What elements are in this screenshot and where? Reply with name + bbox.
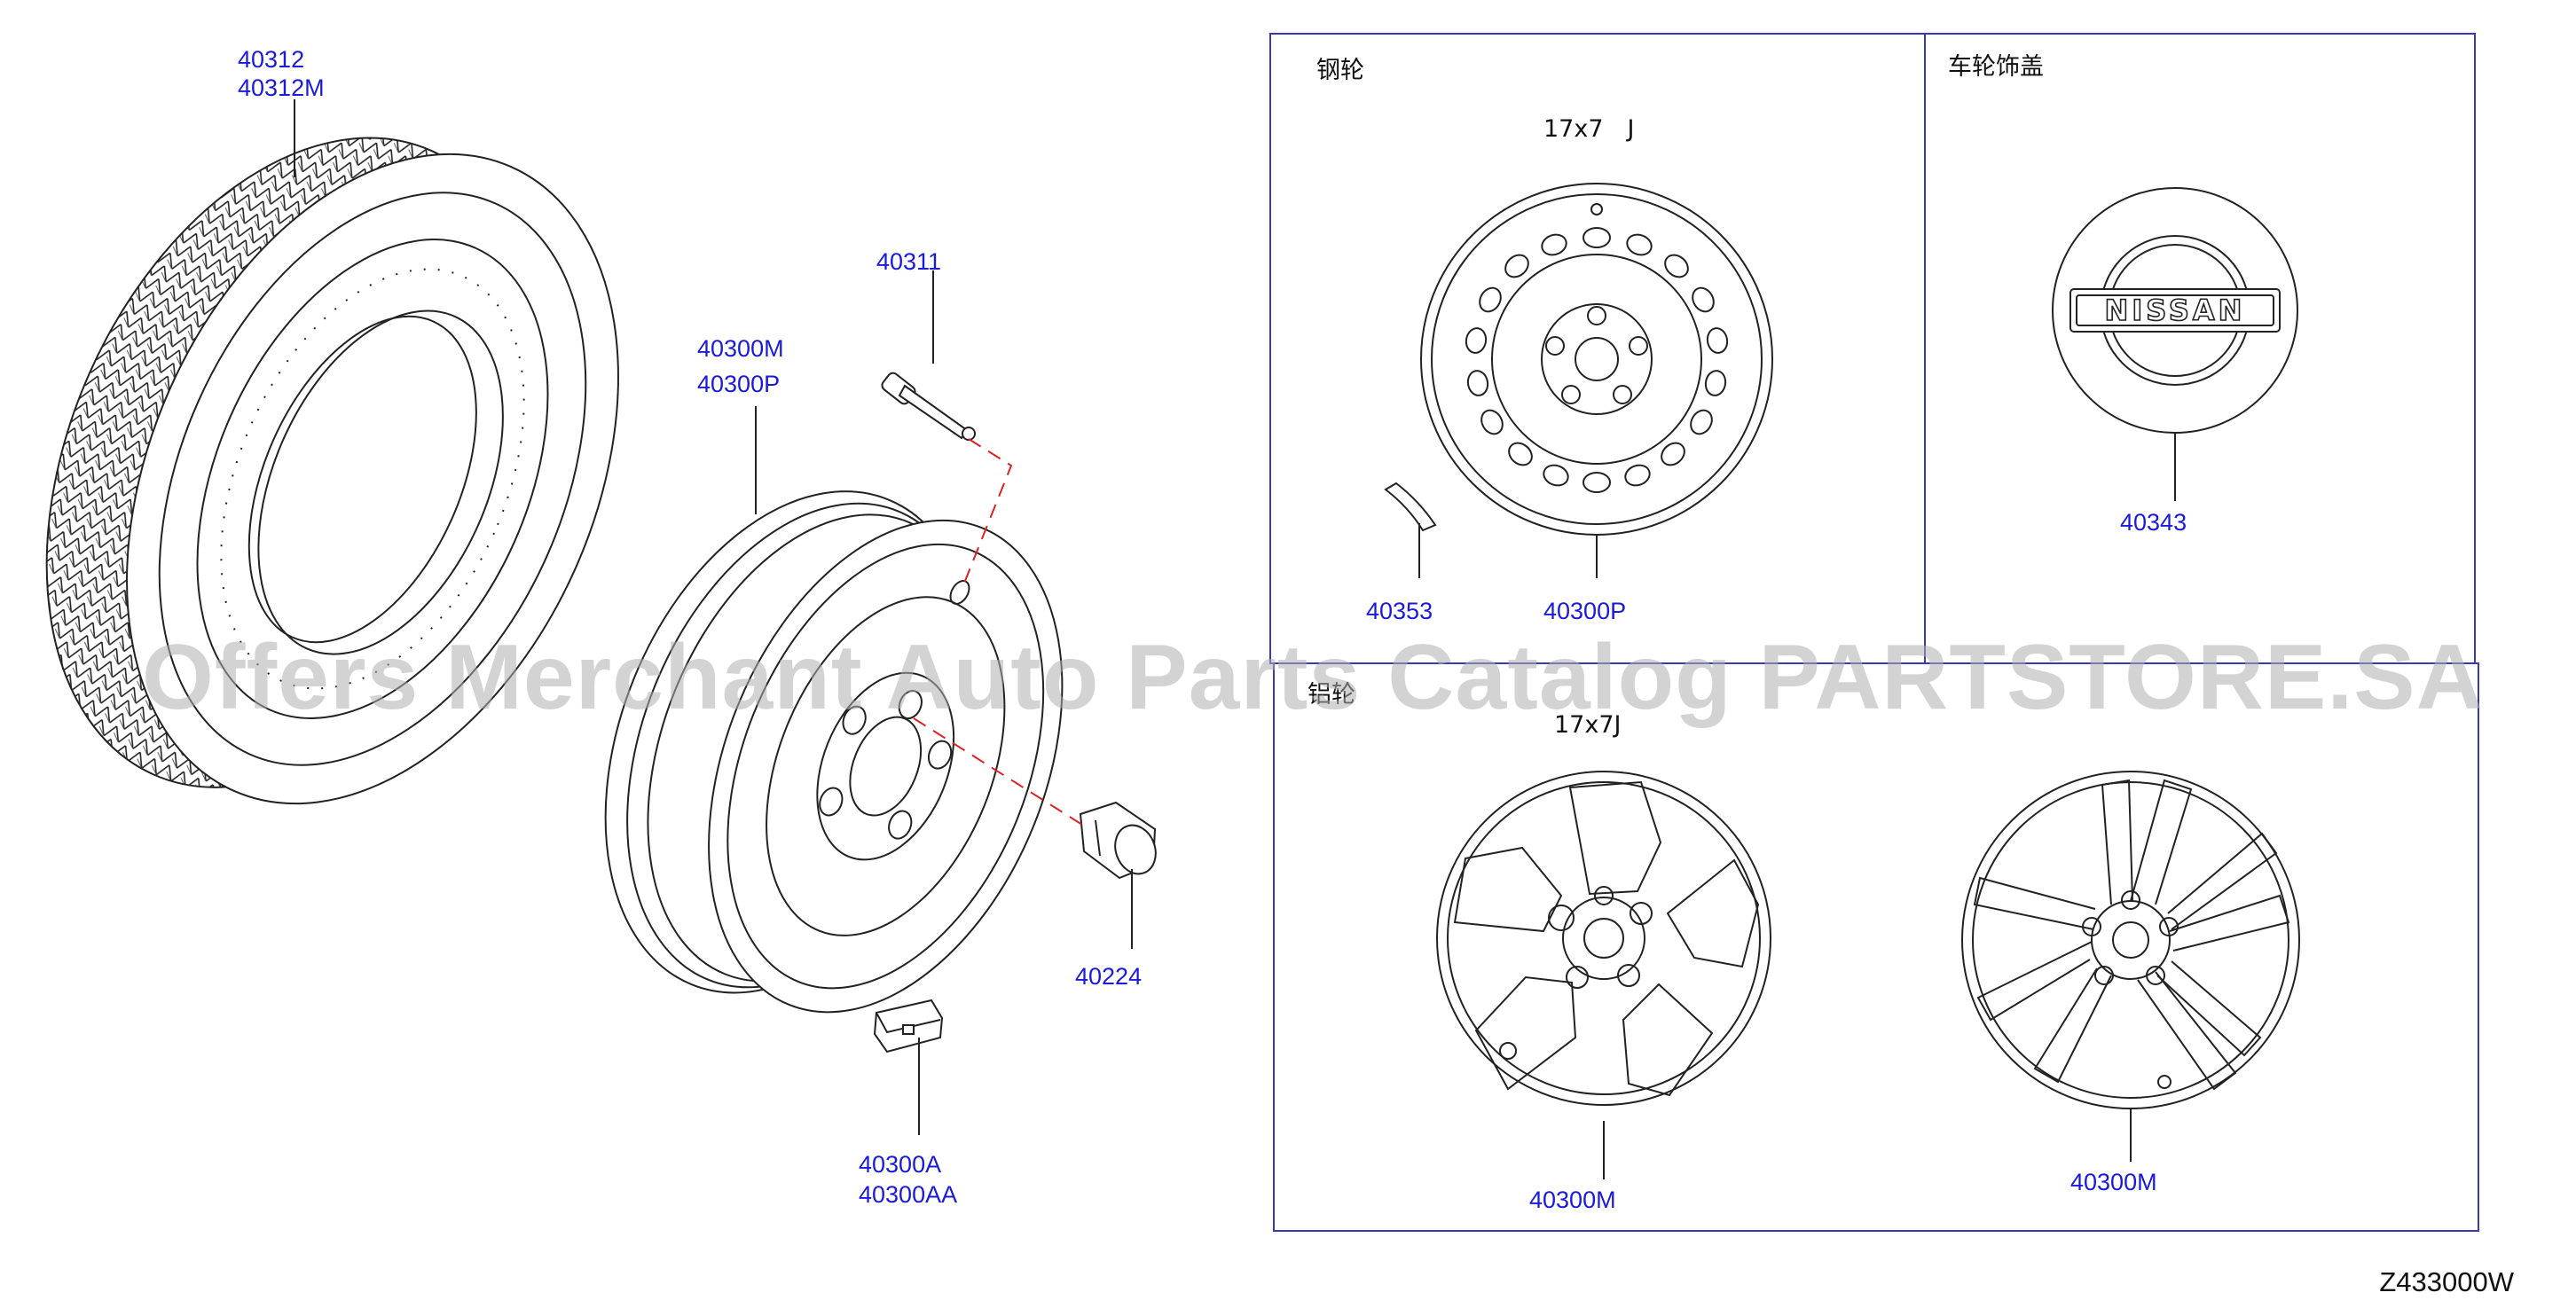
section-frames (1269, 33, 2479, 1232)
wheel-assembly-drawing (604, 490, 1064, 1014)
leader-lines-left (294, 99, 1133, 1135)
leader-lines-steel (1418, 523, 1598, 578)
watermark: Offers Merchant Auto Parts Catalog PARTS… (142, 626, 2484, 729)
nissan-logo-text: NISSAN (2104, 294, 2246, 327)
callout-wheel-2[interactable]: 40300P (697, 371, 781, 397)
callout-weight-2[interactable]: 40300AA (859, 1181, 958, 1208)
alloy-wheel-1-drawing (1436, 771, 1771, 1106)
callout-weight-1[interactable]: 40300A (859, 1151, 942, 1178)
lug-nut-drawing (1079, 801, 1157, 880)
callout-alloy-2[interactable]: 40300M (2070, 1169, 2157, 1195)
callout-steel-weight[interactable]: 40353 (1366, 598, 1433, 624)
size-alloy: 17x7J (1554, 711, 1622, 739)
callout-wheel-1[interactable]: 40300M (697, 335, 784, 362)
size-steel: 17x7 J (1543, 115, 1635, 143)
drawing-code: Z433000W (2379, 1266, 2514, 1297)
tire-drawing (45, 137, 619, 805)
steel-wheel-drawing (1420, 183, 1773, 536)
callout-tire-2[interactable]: 40312M (238, 74, 325, 101)
balance-weight-drawing (873, 999, 944, 1054)
callout-steel-wheel[interactable]: 40300P (1543, 598, 1627, 624)
callout-nut[interactable]: 40224 (1075, 963, 1143, 990)
callout-cap[interactable]: 40343 (2120, 509, 2187, 536)
section-title-steel: 钢轮 (1316, 57, 1364, 84)
callout-tire-1[interactable]: 40312 (238, 46, 305, 73)
dashed-leaders (913, 438, 1083, 826)
section-title-cap: 车轮饰盖 (1948, 53, 2044, 81)
section-title-alloy: 铝轮 (1308, 681, 1355, 709)
callout-valve[interactable]: 40311 (876, 248, 942, 275)
alloy-wheel-2-drawing (1961, 771, 2300, 1109)
callout-alloy-1[interactable]: 40300M (1529, 1187, 1616, 1213)
valve-stem-drawing (881, 372, 976, 441)
steel-balance-weight-drawing (1384, 482, 1437, 532)
